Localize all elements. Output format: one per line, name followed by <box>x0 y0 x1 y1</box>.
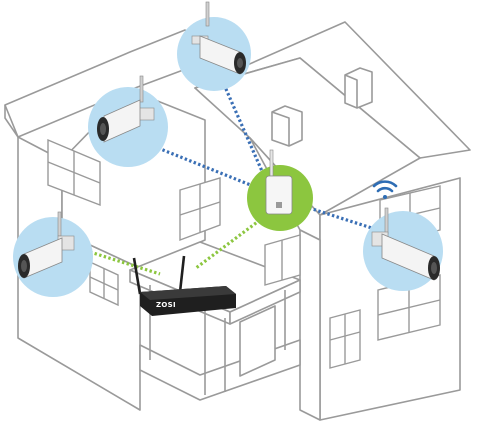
wifi-repeater <box>247 149 313 231</box>
camera-right <box>363 180 443 291</box>
wifi-repeater-body <box>265 175 293 215</box>
wifi-signal-icon <box>372 180 398 199</box>
link-upper-left-to-repeater <box>157 146 269 194</box>
link-top-to-repeater <box>220 79 267 179</box>
link-repeater-to-right <box>299 203 379 232</box>
camera-left <box>13 211 93 297</box>
camera-left-icon <box>18 211 75 279</box>
nvr-recorder: ZOSI <box>132 255 236 316</box>
camera-upper-left <box>88 75 168 167</box>
camera-upper-left-icon <box>97 75 155 143</box>
camera-right-icon <box>371 207 440 281</box>
camera-top <box>177 1 251 91</box>
nvr-brand-label: ZOSI <box>156 301 176 309</box>
link-repeater-to-nvr <box>195 218 261 270</box>
wireless-links <box>89 79 379 276</box>
camera-top-icon <box>191 1 246 75</box>
